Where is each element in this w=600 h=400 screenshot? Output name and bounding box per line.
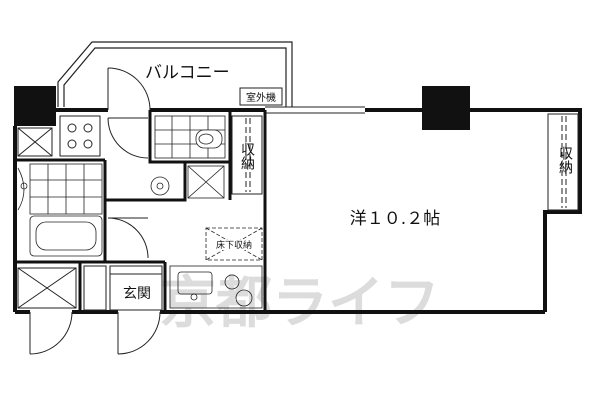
storage-left-closet (231, 115, 263, 195)
balcony (57, 41, 293, 107)
outdoor-unit-box (239, 87, 283, 106)
washbasin (150, 165, 225, 199)
front-door-right (117, 311, 161, 355)
entrance-area (83, 265, 163, 311)
balcony-label: バルコニー (145, 63, 230, 83)
kitchen (169, 265, 263, 309)
storage-left-label: 収納 (239, 142, 255, 171)
laundry-area (17, 115, 101, 157)
underfloor-storage-label: 床下収納 (216, 239, 252, 251)
watermark: 京都ライフ (160, 271, 440, 336)
bathroom-door (107, 217, 149, 259)
column-right (422, 86, 470, 130)
western-room-label: 洋１０.２帖 (350, 209, 440, 229)
toilet (154, 115, 226, 159)
outdoor-unit-label: 室外機 (246, 91, 276, 104)
locker-box (17, 267, 77, 309)
entrance-label: 玄関 (123, 285, 151, 302)
balcony-door (107, 67, 151, 111)
outer-walls (13, 108, 582, 314)
window-top (265, 106, 365, 114)
bathroom (17, 163, 103, 257)
washroom-door (107, 117, 149, 159)
storage-right-label: 収納 (557, 146, 573, 175)
column-left (14, 86, 56, 126)
front-door-left (29, 311, 73, 355)
interior-walls (15, 110, 267, 312)
underfloor-storage-box (205, 227, 263, 261)
storage-right-closet (547, 113, 579, 211)
